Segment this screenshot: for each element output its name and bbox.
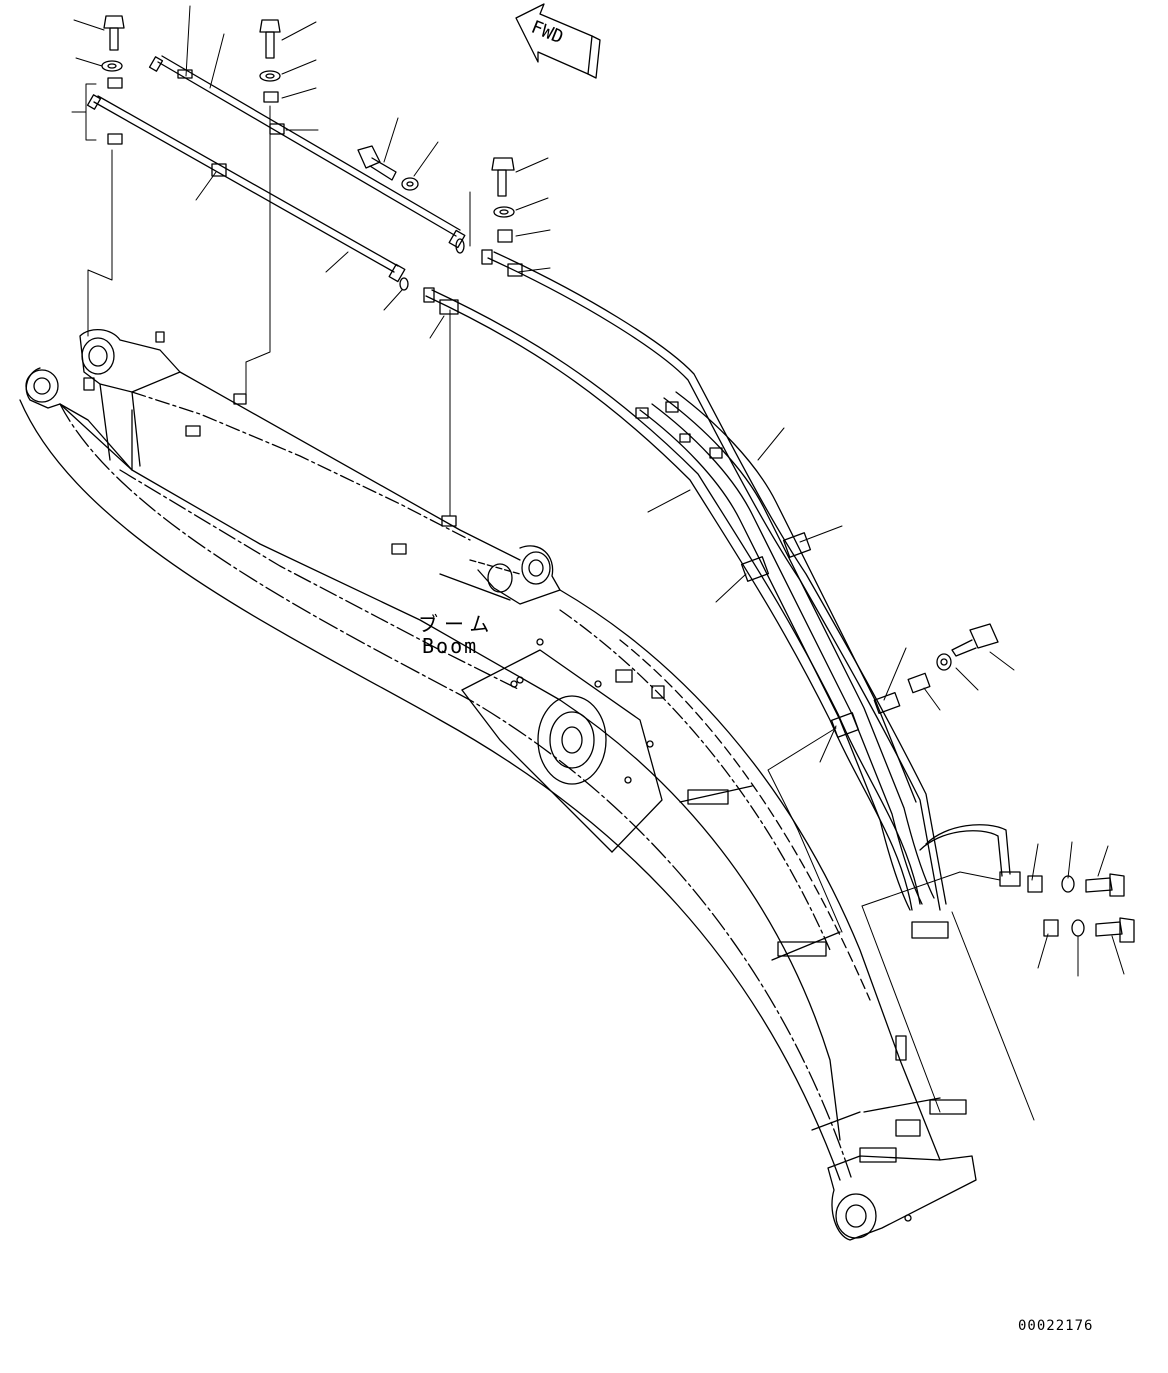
boom-label-english: Boom bbox=[422, 634, 479, 658]
boom-label-japanese: ブーム bbox=[418, 612, 496, 636]
boom-body bbox=[19, 329, 977, 1241]
bent-tube-bundle bbox=[425, 251, 1021, 939]
leader-lines bbox=[71, 5, 1125, 977]
fwd-label: FWD bbox=[528, 17, 566, 49]
upper-straight-tube bbox=[148, 55, 466, 249]
boom-clamp-brackets bbox=[83, 331, 967, 1163]
fwd-arrow bbox=[515, 3, 601, 79]
bolts-and-washers bbox=[101, 15, 1135, 943]
assembly-lines bbox=[87, 105, 1035, 1121]
drawing-number: 00022176 bbox=[1018, 1318, 1094, 1334]
lower-straight-tube bbox=[86, 94, 406, 283]
